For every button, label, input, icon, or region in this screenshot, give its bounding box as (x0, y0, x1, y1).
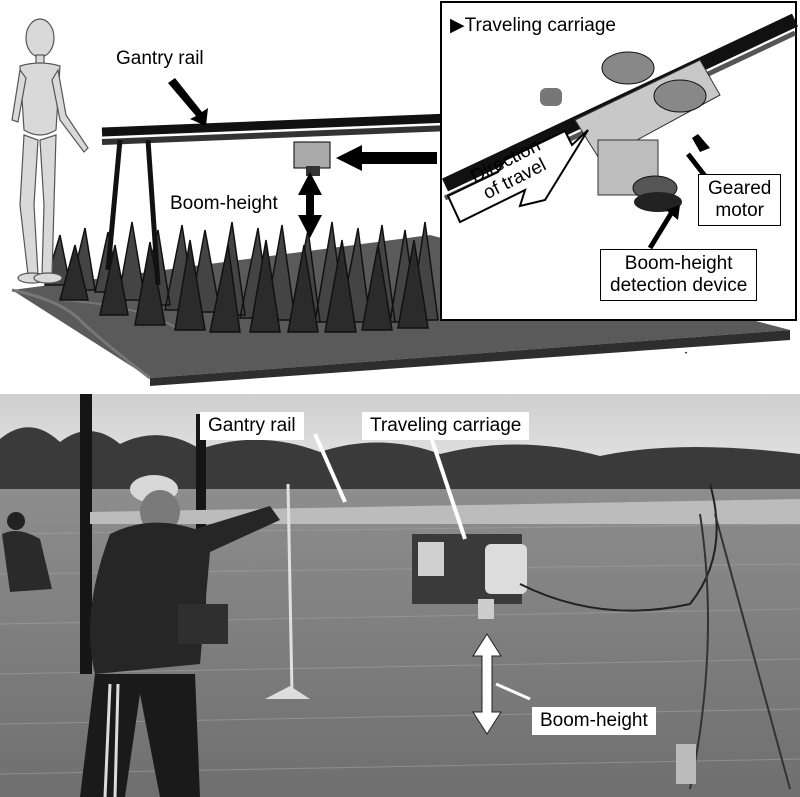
svg-text:•: • (685, 351, 687, 357)
traveling-carriage-label: ▶Traveling carriage (450, 15, 616, 37)
person-foreground (80, 475, 280, 797)
carriage-closeup (442, 13, 798, 212)
sensor-box (485, 544, 527, 594)
geared-motor-arrow (692, 134, 710, 152)
wheat-crop (43, 221, 439, 333)
boom-height-double-arrow (298, 172, 322, 238)
gantry-post-left (80, 394, 92, 674)
photo-boom-height-label: Boom-height (532, 707, 656, 735)
illustration-panel: • Gantry rail Boom-height ▶Traveling car… (0, 0, 800, 386)
person-background (2, 512, 52, 592)
mannequin-figure (11, 18, 89, 284)
field-photo-panel: Gantry rail Traveling carriage Boom-heig… (0, 394, 800, 797)
direction-of-travel-arrow (446, 129, 589, 224)
field-photo (0, 394, 800, 797)
gantry-rail-label: Gantry rail (116, 48, 204, 70)
boom-height-detection-device-label: Boom-height detection device (600, 249, 758, 301)
carriage-pointer-arrow (336, 145, 437, 171)
geared-motor-label: Geared motor (698, 174, 782, 226)
gantry-frame (101, 113, 451, 286)
soil-edge (150, 330, 790, 386)
photo-gantry-rail-label: Gantry rail (200, 412, 304, 440)
boom-height-label: Boom-height (170, 193, 278, 215)
carriage-leader (428, 433, 467, 540)
gantry-rail-arrow (168, 78, 208, 126)
gantry-rail-leader (313, 433, 347, 503)
illustration-graphic: • (11, 1, 798, 386)
detection-device-arrow (647, 210, 675, 250)
photo-traveling-carriage-label: Traveling carriage (362, 412, 530, 440)
boom-height-leader (495, 682, 531, 701)
boom-height-arrow (472, 633, 502, 735)
